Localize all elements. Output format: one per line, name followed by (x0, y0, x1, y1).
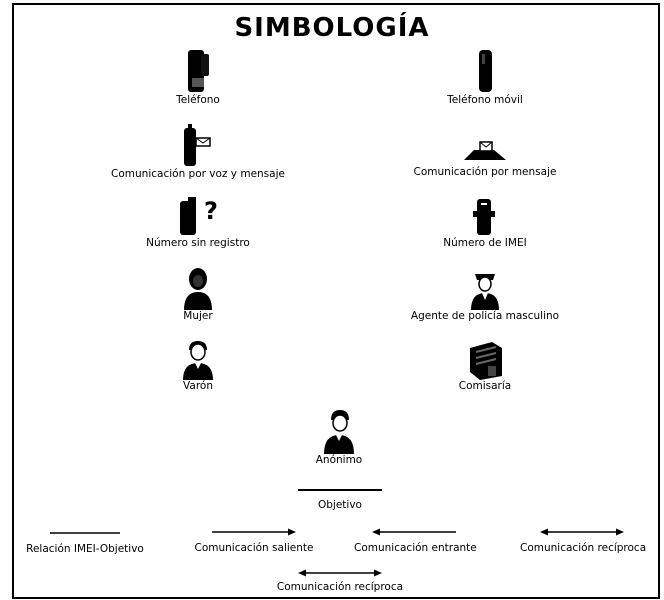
desk-phone-icon (188, 50, 209, 92)
line-reciproca-1: Comunicación recíproca (514, 528, 650, 555)
imei-relation-line (50, 532, 120, 534)
phone-with-message-icon (184, 124, 211, 166)
legend-frame (12, 3, 660, 599)
police-station-icon (470, 342, 502, 380)
incoming-arrow (372, 528, 456, 536)
imei-phone-icon (473, 199, 495, 235)
symbol-mujer: Mujer (78, 266, 318, 323)
symbol-telefono-movil: Teléfono móvil (365, 50, 605, 107)
symbol-sin-registro: ? Número sin registro (146, 197, 250, 249)
symbol-anonimo: Anónimo (219, 408, 459, 467)
reciprocal-arrow (540, 528, 624, 536)
message-envelope-icon (464, 141, 506, 160)
line-relacion-imei: Relación IMEI-Objetivo (20, 531, 150, 556)
line-entrante: Comunicación entrante (354, 528, 477, 555)
line-reciproca-2: Comunicación recíproca (268, 569, 412, 594)
police-officer-icon (471, 274, 499, 310)
svg-text:?: ? (204, 197, 218, 225)
objective-line (298, 489, 382, 491)
line-saliente: Comunicación saliente (194, 528, 314, 555)
symbol-agente: Agente de policía masculino (365, 266, 605, 323)
woman-icon (184, 268, 212, 310)
symbol-comisaria: Comisaría (365, 338, 605, 393)
outgoing-arrow (212, 528, 296, 536)
symbol-voz-mensaje: Comunicación por voz y mensaje (78, 124, 318, 181)
reciprocal-arrow (298, 569, 382, 577)
symbol-objetivo: Objetivo (292, 488, 388, 512)
legend-title: SIMBOLOGÍA (234, 13, 430, 43)
anonymous-person-icon (324, 410, 354, 454)
man-icon (183, 341, 213, 380)
mobile-phone-icon (479, 50, 492, 92)
symbol-varon: Varón (78, 338, 318, 393)
unregistered-phone-icon: ? (180, 197, 218, 235)
symbol-imei: Número de IMEI (365, 195, 605, 250)
symbol-telefono: Teléfono (78, 50, 318, 107)
symbol-por-mensaje: Comunicación por mensaje (365, 136, 605, 179)
